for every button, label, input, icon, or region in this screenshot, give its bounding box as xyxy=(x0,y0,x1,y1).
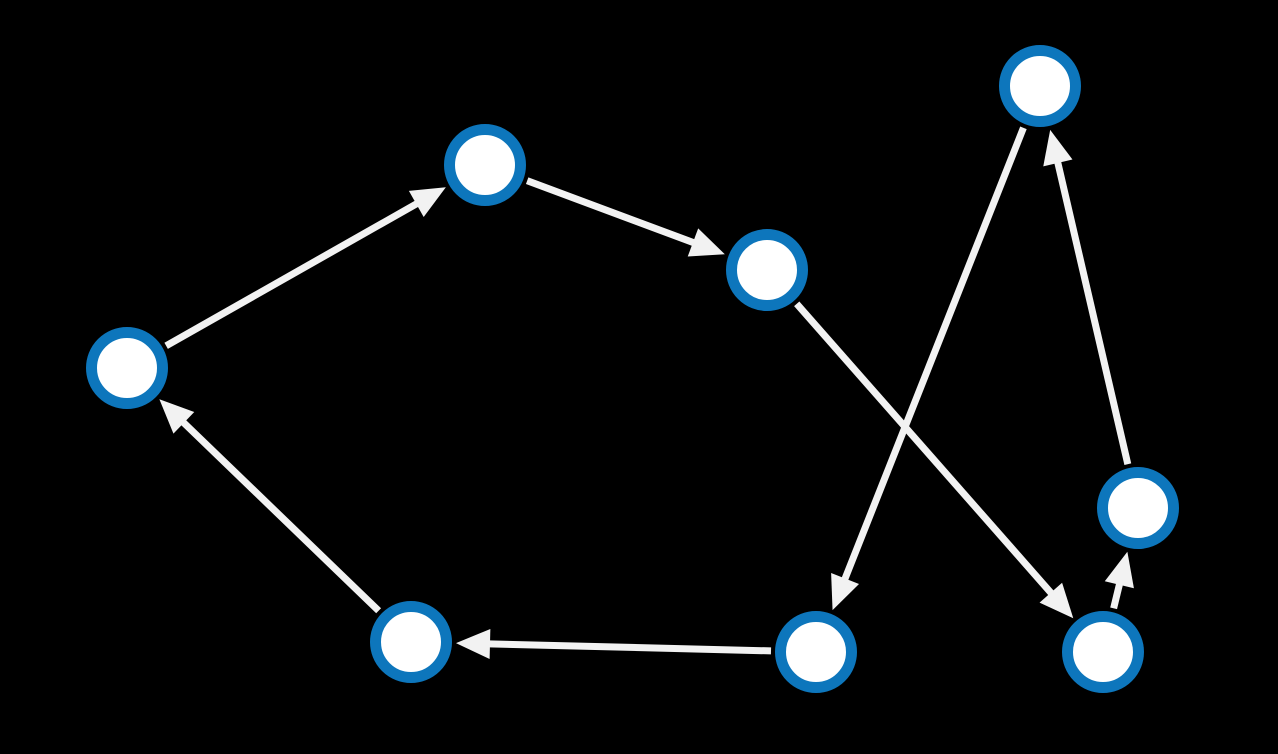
graph-edge[interactable] xyxy=(525,177,725,257)
graph-edge[interactable] xyxy=(455,628,772,659)
edge-line xyxy=(839,126,1027,586)
graph-edge[interactable] xyxy=(164,187,446,349)
edge-arrowhead-icon xyxy=(831,573,860,611)
graph-node[interactable] xyxy=(1062,611,1144,693)
edge-line xyxy=(164,197,424,349)
graph-edge[interactable] xyxy=(1104,551,1134,610)
edge-arrowhead-icon xyxy=(1043,129,1073,167)
node-ring xyxy=(370,601,452,683)
graph-edge[interactable] xyxy=(1043,129,1132,465)
edge-line xyxy=(1053,156,1132,465)
node-ring xyxy=(86,327,168,409)
node-ring xyxy=(1097,467,1179,549)
edge-line xyxy=(525,177,700,248)
edge-arrowhead-icon xyxy=(687,228,725,257)
edge-line xyxy=(794,301,1058,600)
edges-layer xyxy=(159,126,1134,659)
edge-arrowhead-icon xyxy=(1039,582,1074,619)
edge-line xyxy=(483,640,772,655)
graph-node[interactable] xyxy=(726,229,808,311)
node-ring xyxy=(775,611,857,693)
graph-node[interactable] xyxy=(370,601,452,683)
graph-edge[interactable] xyxy=(794,301,1074,619)
node-ring xyxy=(444,124,526,206)
node-ring xyxy=(726,229,808,311)
graph-edge[interactable] xyxy=(159,399,382,614)
graph-edge[interactable] xyxy=(831,126,1027,611)
graph-node[interactable] xyxy=(86,327,168,409)
graph-node[interactable] xyxy=(444,124,526,206)
edge-arrowhead-icon xyxy=(1104,551,1134,589)
node-ring xyxy=(1062,611,1144,693)
graph-node[interactable] xyxy=(775,611,857,693)
graph-node[interactable] xyxy=(999,45,1081,127)
edge-line xyxy=(177,416,382,614)
nodes-layer xyxy=(86,45,1179,693)
edge-arrowhead-icon xyxy=(159,399,195,434)
graph-node[interactable] xyxy=(1097,467,1179,549)
node-ring xyxy=(999,45,1081,127)
edge-arrowhead-icon xyxy=(455,628,491,659)
edge-arrowhead-icon xyxy=(408,187,446,218)
